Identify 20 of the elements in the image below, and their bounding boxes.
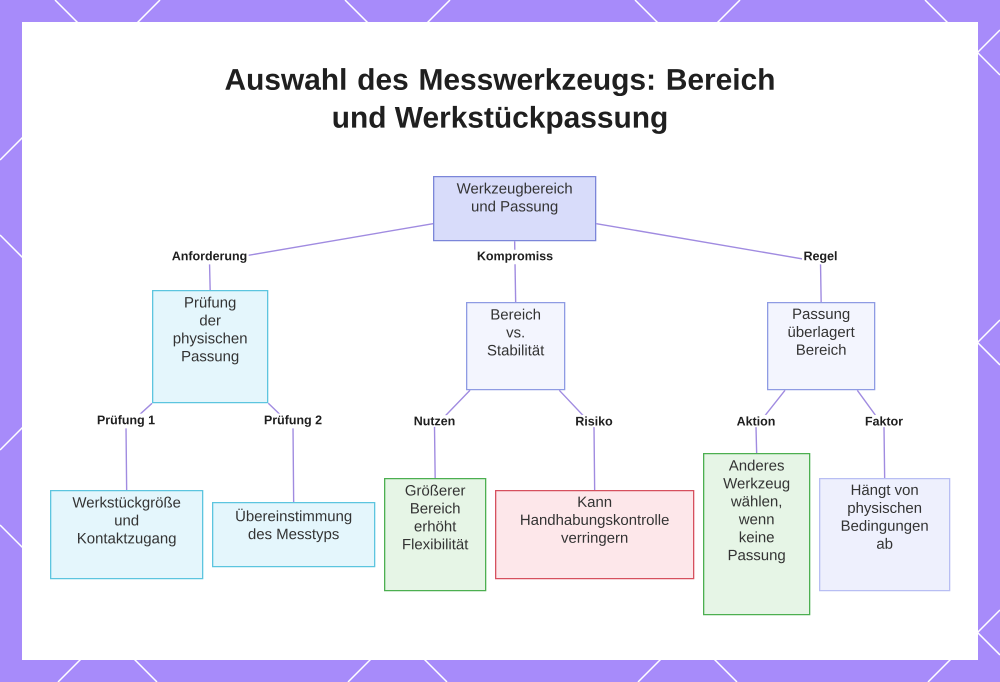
edge-label: Prüfung 2 [262,414,324,428]
text-box: Kann Handhabungskontrolle verringern [495,490,694,580]
text-box: Anderes Werkzeug wählen, wenn keine Passung [703,453,810,616]
edge-label: Prüfung 1 [95,414,157,428]
text-box: Hängt von physischen Bedingungen ab [819,478,950,592]
edge-label: Kompromiss [475,250,555,264]
edge-label: Regel [802,250,839,264]
text-box: Passung überlagert Bereich [767,302,876,390]
connector-line [596,222,822,302]
edge-label: Aktion [735,414,777,428]
connector-line [558,390,596,490]
text-box: Werkzeugbereich und Passung [433,176,596,242]
text-box: Größerer Bereich erhöht Flexibilität [384,478,486,592]
title: Auswahl des Messwerkzeugs: Bereich und Werkstückpassung [225,68,774,134]
text-box: Bereich vs. Stabilität [466,302,566,390]
edge-label: Nutzen [412,415,457,427]
text-box: Werkstückgröße und Kontaktzugang [50,490,204,580]
text-box: Übereinstimmung des Messtyps [212,502,376,568]
edge-label: Anforderung [170,250,249,264]
text-box: Prüfung der physischen Passung [152,290,268,404]
